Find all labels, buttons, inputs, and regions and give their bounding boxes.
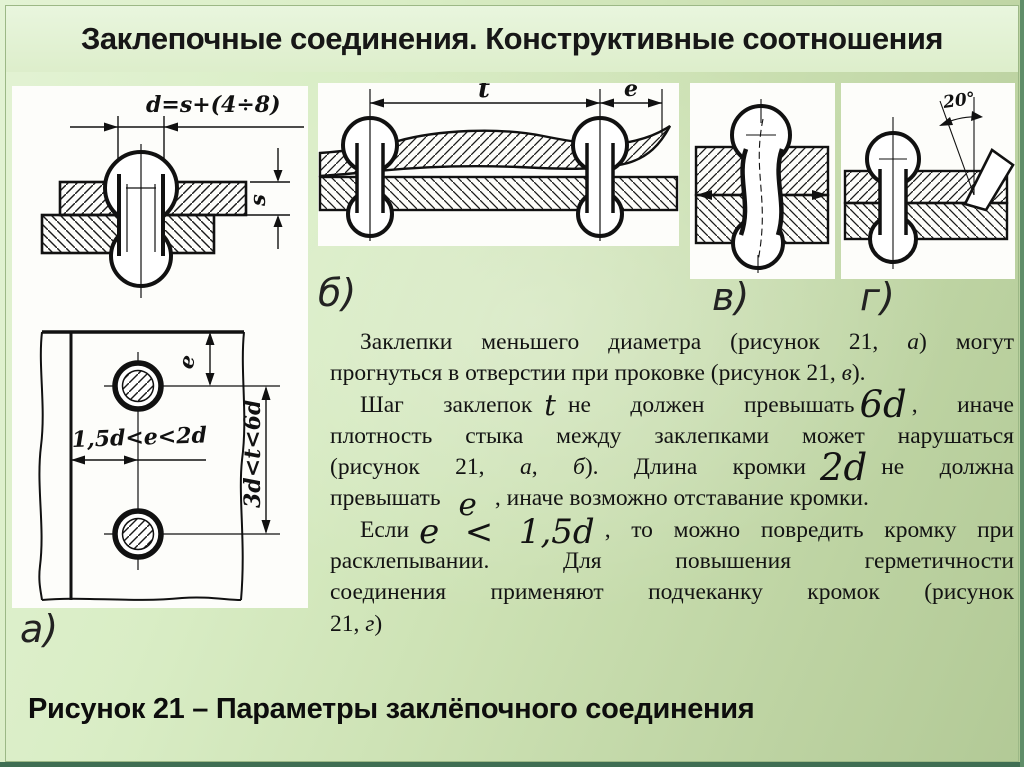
figure-b-panel: t e [318, 83, 679, 246]
text-run: превышать [330, 485, 441, 512]
figure-b-label: б) [318, 271, 357, 315]
text-run: не должна [881, 454, 1015, 481]
inline-formula: e [458, 487, 477, 524]
edge-distance-e-dimension [205, 332, 215, 386]
text-run: ). [851, 360, 866, 387]
inline-formula: 6d [859, 382, 907, 426]
slide-header: Заклепочные соединения. Конструктивные с… [6, 6, 1018, 72]
text-run: 21, [330, 610, 366, 637]
figure-v-panel [690, 83, 835, 279]
text-line: расклепывании. Для повышения герметичнос… [330, 546, 1014, 577]
dim-e-label: e [173, 352, 201, 371]
figure-g-drawing: 20° [843, 89, 1015, 269]
figure-reference: б [572, 454, 585, 481]
text-run: прогнуться в отверстии при проковке (рис… [330, 360, 842, 387]
text-run: Заклепки меньшего диаметра (рисунок 21, [360, 329, 908, 355]
rivet [103, 144, 179, 298]
angle-annotation [939, 97, 983, 196]
text-run: не должен превышать [567, 391, 855, 418]
figure-reference: в [841, 360, 852, 387]
figure-reference: а [907, 329, 919, 355]
dim-edge-formula: 1,5d<e<2d [71, 422, 207, 453]
edge-margin-dimension [71, 455, 206, 465]
text-line: Заклепки меньшего диаметра (рисунок 21, … [330, 327, 1014, 358]
text-run: расклепывании. Для повышения герметичнос… [330, 548, 1014, 575]
text-run: ) могут [918, 329, 1014, 355]
figure-g-label: г) [860, 275, 895, 319]
plate-thickness-dimension [220, 148, 290, 249]
dim-s-label: s [245, 194, 270, 207]
angle-label: 20° [941, 89, 977, 113]
text-line: плотность стыка между заклепками может н… [330, 421, 1014, 452]
figure-b-drawing: t e [318, 83, 679, 241]
figure-a-label: а) [20, 607, 59, 651]
rivet-diameter-dimension [70, 116, 304, 182]
slide-title: Заклепочные соединения. Конструктивные с… [81, 21, 944, 56]
rivet-holes [104, 352, 280, 570]
text-run: Шаг заклепок [360, 391, 533, 418]
text-run: Если [360, 516, 410, 543]
text-line: 21, г) [330, 609, 1014, 640]
figure-a-panel: d=s+(4÷8) s [12, 86, 308, 608]
text-run: , иначе [911, 391, 1014, 418]
inline-formula: t [544, 387, 556, 422]
inline-formula: e < 1,5d [419, 511, 595, 552]
figure-a-drawing: d=s+(4÷8) s [38, 92, 304, 601]
dim-e-label: e [624, 83, 638, 102]
text-run: ). Длина кромки [584, 454, 806, 481]
text-line: превышать e , иначе возможно отставание кр… [330, 483, 1014, 521]
joint-arrow-right [812, 190, 828, 200]
inline-formula: 2d [820, 446, 868, 490]
body-text: Заклепки меньшего диаметра (рисунок 21, … [330, 327, 1014, 640]
dim-t-label: t [478, 83, 490, 104]
text-run: (рисунок 21, [330, 454, 520, 481]
bent-rivet [730, 99, 792, 273]
text-run: , [531, 454, 573, 481]
text-line: соединения применяют подчеканку кромок (… [330, 577, 1014, 608]
figure-caption: Рисунок 21 – Параметры заклёпочного соед… [28, 693, 755, 725]
caulking-tool [963, 148, 1015, 212]
centerlines [369, 89, 663, 241]
dim-pitch-formula: 3d<t<6d [240, 400, 266, 508]
figure-reference: а [519, 454, 532, 481]
pitch-and-edge-dimension [370, 98, 662, 108]
figure-v-drawing [694, 99, 830, 273]
text-line: прогнуться в отверстии при проковке (рис… [330, 358, 1014, 389]
figure-g-panel: 20° [841, 83, 1015, 279]
pitch-dimension [261, 386, 271, 534]
figure-v-label: в) [712, 275, 750, 319]
text-run: соединения применяют подчеканку кромок (… [330, 579, 1014, 606]
text-run: , иначе возможно отставание кромки. [494, 485, 869, 512]
text-run: ) [374, 610, 383, 637]
joint-arrow-left [696, 190, 712, 200]
figure-reference: г [365, 610, 375, 637]
dim-d-formula: d=s+(4÷8) [146, 92, 281, 118]
plan-plate-outline [38, 330, 246, 601]
text-run: плотность стыка между заклепками может н… [330, 422, 1014, 449]
text-run: , то можно повредить кромку при [604, 516, 1015, 543]
rivet [865, 117, 921, 269]
